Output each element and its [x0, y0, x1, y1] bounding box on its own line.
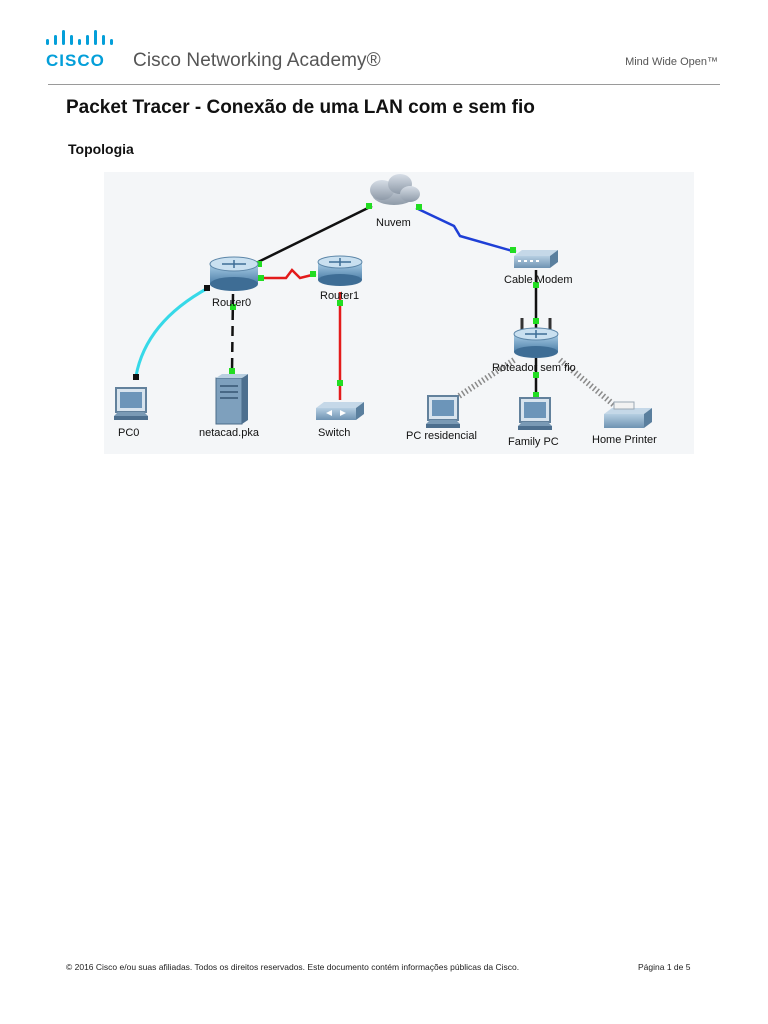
router-icon[interactable]: [317, 255, 363, 286]
device-label-router0: Router0: [212, 297, 252, 309]
topology-links: [134, 204, 622, 413]
device-label-pc0: PC0: [118, 427, 140, 439]
page-header: CISCO Cisco Networking Academy® Mind Wid…: [0, 0, 768, 90]
port-dot: [366, 203, 372, 209]
device-label-home-printer: Home Printer: [592, 434, 657, 446]
switch-icon[interactable]: [316, 402, 364, 420]
device-label-netacad: netacad.pka: [199, 427, 259, 439]
link-nuvem-cable-modem: [415, 206, 517, 254]
header-divider: [48, 84, 720, 85]
port-dot: [337, 300, 343, 306]
cloud-icon[interactable]: [370, 174, 420, 205]
port-dot: [533, 282, 539, 288]
pc-icon[interactable]: [426, 395, 460, 428]
device-label-wireless-router: Roteador sem fio: [492, 362, 576, 374]
port-dot: [133, 374, 139, 380]
port-dot: [229, 368, 235, 374]
port-dot: [310, 271, 316, 277]
wireless-router-icon[interactable]: [513, 318, 559, 358]
cisco-logo-text: CISCO: [46, 51, 105, 70]
port-indicators: [133, 203, 539, 398]
pc-icon[interactable]: [114, 387, 148, 420]
device-label-pc-residencial: PC residencial: [406, 430, 477, 442]
device-label-router1: Router1: [320, 290, 360, 302]
device-label-switch: Switch: [318, 427, 351, 439]
device-label-nuvem: Nuvem: [376, 217, 411, 229]
port-dot: [533, 318, 539, 324]
printer-icon[interactable]: [604, 401, 652, 428]
device-label-family-pc: Family PC: [508, 436, 559, 448]
link-router0-netacad: [230, 293, 235, 373]
link-router0-nuvem: [253, 204, 373, 266]
cisco-logo: CISCO: [44, 30, 116, 70]
port-dot: [204, 285, 210, 291]
page-footer: © 2016 Cisco e/ou suas afiliadas. Todos …: [0, 962, 768, 982]
link-wireless-router-home-printer: [558, 357, 622, 413]
academy-name: Cisco Networking Academy®: [133, 50, 381, 71]
device-label-cable-modem: Cable Modem: [504, 274, 573, 286]
port-dot: [256, 261, 262, 267]
pc-icon[interactable]: [518, 397, 552, 430]
copyright-notice: © 2016 Cisco e/ou suas afiliadas. Todos …: [66, 962, 520, 972]
port-dot: [416, 204, 422, 210]
router-icon[interactable]: [209, 256, 259, 291]
link-router0-pc0: [134, 286, 209, 377]
topology-diagram: Nuvem Router0 Router1 Cable Modem Rotead…: [104, 172, 694, 454]
link-router0-router1: [258, 268, 317, 280]
topology-canvas: [114, 174, 652, 430]
port-dot: [230, 304, 236, 310]
page-number: Página 1 de 5: [638, 962, 691, 972]
port-dot: [533, 372, 539, 378]
port-dot: [258, 275, 264, 281]
document-title: Packet Tracer - Conexão de uma LAN com e…: [66, 97, 535, 118]
section-heading-topologia: Topologia: [68, 141, 134, 157]
port-dot: [510, 247, 516, 253]
cable-modem-icon[interactable]: [514, 250, 558, 268]
server-icon[interactable]: [215, 374, 248, 425]
cisco-bars-icon: [46, 30, 113, 45]
port-dot: [337, 380, 343, 386]
tagline: Mind Wide Open™: [625, 56, 718, 68]
port-dot: [533, 392, 539, 398]
